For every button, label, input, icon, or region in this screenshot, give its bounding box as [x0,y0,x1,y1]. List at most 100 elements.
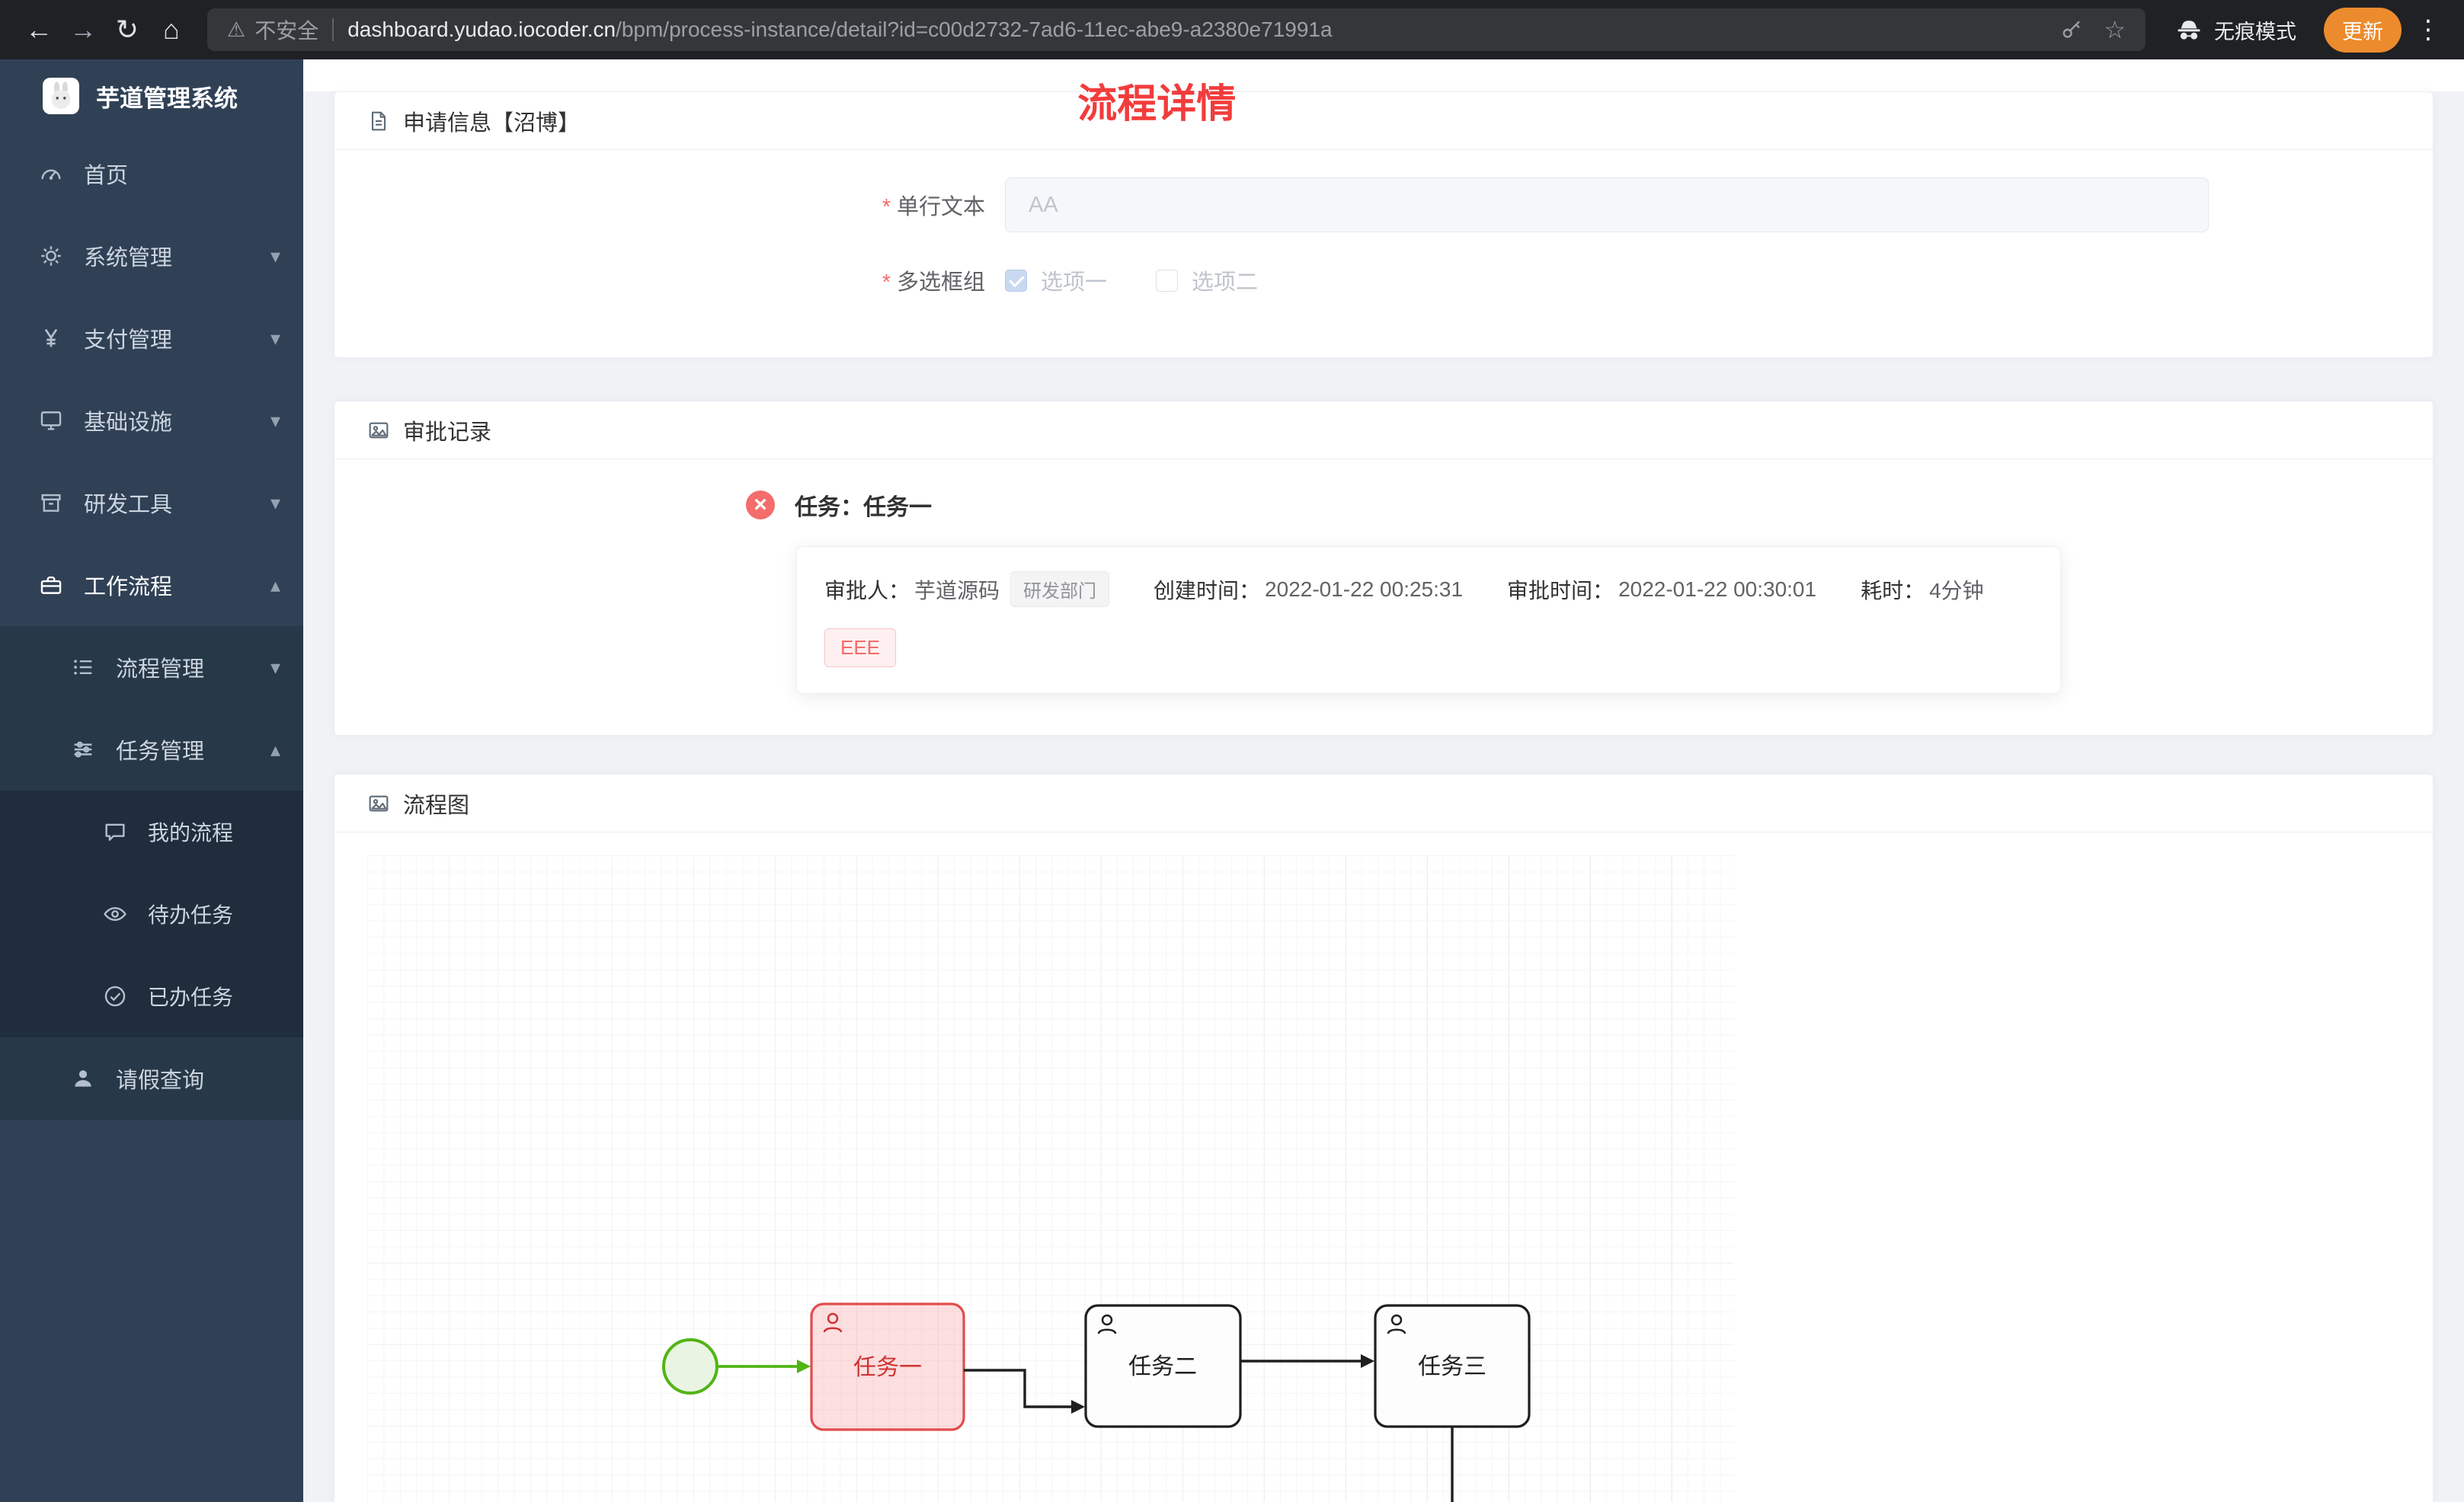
checkbox-group: 选项一 选项二 [1005,264,1258,296]
approved-time: 2022-01-22 00:30:01 [1618,577,1817,601]
browser-toolbar: ← → ↻ ⌂ ⚠ 不安全 dashboard.yudao.iocoder.cn… [0,0,2464,59]
chevron-down-icon: ▾ [270,244,280,267]
chevron-up-icon: ▴ [270,573,280,596]
duration-group: 耗时： 4分钟 [1861,574,1984,605]
app-avatar [43,78,79,114]
sidebar-item-task-management[interactable]: 任务管理 ▴ [0,708,303,791]
bpmn-diagram: 任务一 任务二 任务三 [662,1302,1531,1502]
sidebar-item-label: 我的流程 [148,821,234,845]
sidebar-item-leave-query[interactable]: 请假查询 [0,1037,303,1120]
sidebar-menu: 首页 系统管理 ▾ 支付管理 ▾ 基础设施 ▾ 研发工具 ▾ [0,133,303,1120]
start-event-node[interactable] [662,1338,718,1395]
incognito-badge: 无痕模式 [2159,9,2312,51]
sliders-icon [74,741,92,758]
monitor-icon [40,411,62,430]
diagram-icon [369,795,389,811]
toolbox-icon [41,494,61,512]
sidebar-item-todo-tasks[interactable]: 待办任务 [0,873,303,955]
omnibox-divider [332,18,334,41]
required-mark: * [882,270,891,295]
chrome-update-button[interactable]: 更新 [2324,7,2402,53]
list-icon [74,660,92,675]
bpmn-canvas[interactable]: 任务一 任务二 任务三 [367,855,1734,1502]
document-icon [371,111,386,130]
approved-label: 审批时间： [1507,578,1614,602]
sidebar-item-workflow[interactable]: 工作流程 ▴ [0,544,303,626]
main-content: 流程详情 申请信息【沼博】 *单行文本 *多选框组 选项一 [303,59,2464,1502]
apply-info-title: 申请信息【沼博】 [403,110,581,136]
sidebar-item-devtools[interactable]: 研发工具 ▾ [0,462,303,544]
sidebar-item-label: 流程管理 [116,657,205,682]
process-diagram-header: 流程图 [334,775,2433,832]
sidebar-item-label: 研发工具 [84,493,173,517]
process-diagram-card: 流程图 任务一 [334,774,2434,1502]
sidebar-item-label: 首页 [84,164,129,188]
chevron-down-icon: ▾ [270,491,280,514]
task-node-2[interactable]: 任务二 [1084,1304,1242,1428]
sidebar-item-payment[interactable]: 支付管理 ▾ [0,297,303,379]
back-icon[interactable]: ← [25,14,53,45]
incognito-icon [2178,21,2200,40]
briefcase-icon [40,576,62,594]
created-time: 2022-01-22 00:25:31 [1265,577,1464,601]
address-bar[interactable]: ⚠ 不安全 dashboard.yudao.iocoder.cn/bpm/pro… [207,8,2146,51]
record-icon [369,422,389,438]
svg-text:任务三: 任务三 [1418,1354,1486,1379]
checkbox-unchecked-icon[interactable] [1156,269,1179,292]
task-node-1[interactable]: 任务一 [810,1302,965,1431]
apply-info-card: 申请信息【沼博】 *单行文本 *多选框组 选项一 [334,91,2434,358]
app-title: 芋道管理系统 [96,85,238,112]
process-diagram-title: 流程图 [403,793,470,818]
eye-icon [104,907,126,921]
sidebar-item-label: 基础设施 [84,411,173,435]
single-line-text-label: *单行文本 [882,195,985,219]
sidebar-item-process-management[interactable]: 流程管理 ▾ [0,626,303,708]
reload-icon[interactable]: ↻ [115,14,139,45]
checkbox-group-label: *多选框组 [882,270,985,295]
single-line-text-input[interactable] [1005,177,2209,232]
sidebar-item-label: 工作流程 [84,575,173,599]
not-secure-warning-icon: ⚠ [227,18,246,41]
page-url: dashboard.yudao.iocoder.cn/bpm/process-i… [347,18,1332,42]
app-logo[interactable]: 芋道管理系统 [0,59,303,133]
created-label: 创建时间： [1154,578,1261,602]
required-mark: * [882,195,891,219]
task-node-3[interactable]: 任务三 [1374,1304,1531,1428]
sidebar-item-label: 已办任务 [148,986,234,1009]
page-title: 流程详情 [1077,82,1237,126]
chevron-down-icon: ▾ [270,655,280,679]
checkbox-checked-icon[interactable] [1005,269,1027,292]
chevron-up-icon: ▴ [270,737,280,761]
sidebar-item-label: 待办任务 [148,903,234,927]
sidebar-item-my-processes[interactable]: 我的流程 [0,791,303,873]
home-icon[interactable]: ⌂ [163,14,180,45]
sidebar-item-label: 支付管理 [84,328,173,353]
sidebar-item-home[interactable]: 首页 [0,133,303,215]
chat-icon [105,823,125,841]
browser-menu-icon[interactable]: ⋮ [2415,15,2441,44]
approval-records-header: 审批记录 [334,401,2433,459]
forward-icon[interactable]: → [69,14,97,45]
person-icon [75,1070,91,1087]
password-key-icon[interactable] [2059,18,2084,42]
error-status-icon: × [746,491,775,519]
checkbox-option-1-label: 选项一 [1041,270,1108,295]
sidebar-item-done-tasks[interactable]: 已办任务 [0,955,303,1037]
apply-info-header: 申请信息【沼博】 [334,92,2433,150]
checkbox-option-2[interactable]: 选项二 [1156,264,1258,296]
incognito-label: 无痕模式 [2214,20,2296,43]
dept-tag: 研发部门 [1010,571,1110,607]
checkbox-option-1[interactable]: 选项一 [1005,264,1107,296]
bookmark-star-icon[interactable]: ☆ [2104,16,2126,43]
dashboard-icon [41,169,61,180]
sidebar-item-infrastructure[interactable]: 基础设施 ▾ [0,379,303,462]
comment-tag: EEE [824,628,897,667]
sidebar-item-label: 系统管理 [84,246,173,270]
duration-value: 4分钟 [1929,578,1984,602]
task-title: 任务：任务一 [795,495,932,520]
sidebar-item-system[interactable]: 系统管理 ▾ [0,215,303,297]
svg-text:任务一: 任务一 [853,1355,922,1380]
content-top-strip [303,59,2464,91]
flow-task1-to-task2[interactable] [964,1369,1085,1414]
svg-text:任务二: 任务二 [1128,1354,1197,1379]
